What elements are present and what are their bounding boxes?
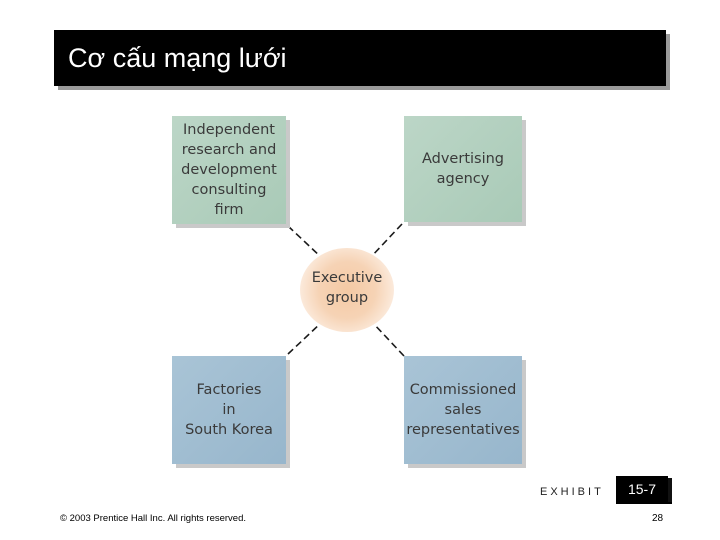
node-factories-label: Factories in South Korea bbox=[185, 382, 273, 438]
node-factories: Factories in South Korea bbox=[172, 356, 286, 464]
edge-executive-sales bbox=[371, 321, 405, 357]
exhibit-number-box: 15-7 bbox=[616, 476, 668, 502]
node-research-label: Independent research and development con… bbox=[181, 122, 277, 218]
edge-executive-advertising bbox=[369, 223, 403, 259]
copyright-notice: © 2003 Prentice Hall Inc. All rights res… bbox=[60, 513, 247, 524]
exhibit-label: EXHIBIT bbox=[540, 486, 604, 498]
slide-title: Cơ cấu mạng lưới bbox=[68, 42, 287, 73]
node-sales-representatives: Commissioned sales representatives bbox=[404, 356, 522, 464]
edge-executive-research bbox=[287, 225, 323, 259]
exhibit-number: 15-7 bbox=[627, 481, 657, 497]
node-executive-group: Executive group bbox=[300, 248, 394, 332]
node-advertising-label: Advertising agency bbox=[421, 151, 505, 187]
edge-executive-factories bbox=[287, 321, 323, 355]
node-executive-label: Executive group bbox=[311, 270, 383, 306]
exhibit-rule bbox=[616, 502, 672, 504]
slide-title-bar: Cơ cấu mạng lưới bbox=[54, 30, 666, 86]
node-sales-label: Commissioned sales representatives bbox=[406, 382, 520, 438]
page-number: 28 bbox=[652, 513, 664, 524]
node-advertising-agency: Advertising agency bbox=[404, 116, 522, 222]
node-research-firm: Independent research and development con… bbox=[172, 116, 286, 224]
